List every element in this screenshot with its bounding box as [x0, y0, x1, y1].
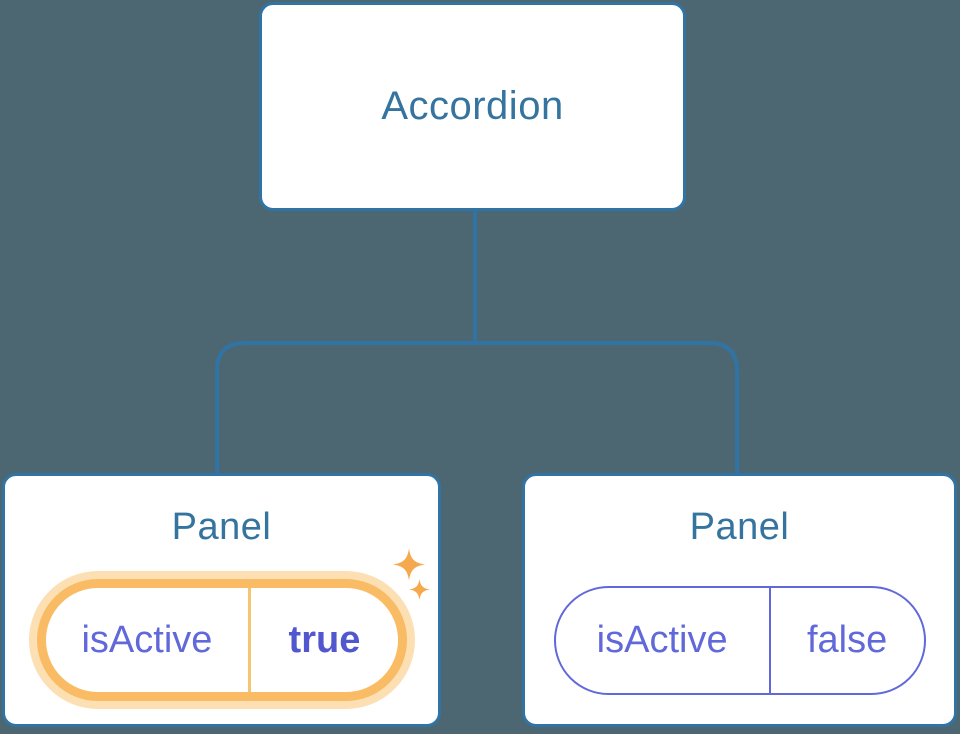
prop-value-label: true [288, 618, 361, 661]
prop-pill-inactive: isActive false [553, 586, 926, 695]
panel-node-inactive: Panel isActive false [522, 473, 957, 727]
prop-value-label: false [806, 619, 888, 661]
accordion-node: Accordion [259, 2, 686, 211]
prop-pill-active: isActive true [36, 579, 407, 701]
panel-title: Panel [171, 506, 272, 548]
accordion-node-label: Accordion [381, 84, 564, 128]
panel-title: Panel [689, 506, 790, 548]
prop-name-label: isActive [556, 588, 771, 693]
prop-name-label: isActive [46, 588, 252, 692]
sparkle-icon [409, 579, 430, 600]
panel-node-active: Panel isActive true [2, 473, 441, 727]
sparkle-icon [393, 548, 425, 581]
